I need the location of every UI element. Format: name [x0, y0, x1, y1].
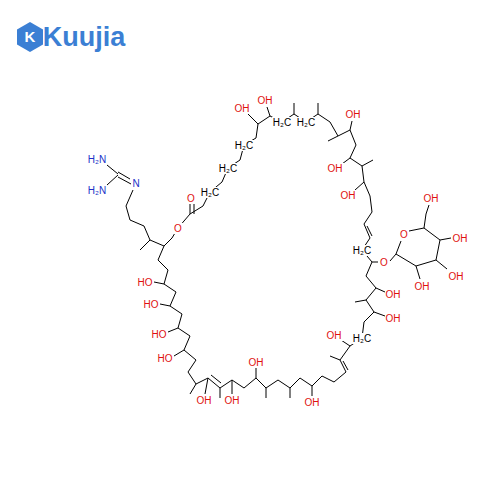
atom-label: H₂N	[87, 185, 107, 196]
atom-label: OH	[385, 313, 402, 324]
atom-label: OH	[326, 330, 343, 341]
hydroxyl-bonds	[154, 107, 385, 396]
atom-label: H₂C	[218, 163, 238, 174]
carbonyl-bond	[190, 204, 194, 214]
atom-label: H₂C	[272, 117, 292, 128]
atom-label: OH	[304, 397, 321, 408]
atom-label: OH	[224, 395, 241, 406]
atom-label: H₂C	[234, 140, 254, 151]
atom-label: O	[379, 257, 389, 268]
atom-label: HO	[151, 329, 168, 340]
atom-label: H₂N	[87, 154, 107, 165]
logo-letter: K	[25, 29, 36, 45]
atom-label: OH	[196, 395, 213, 406]
atom-label: OH	[327, 163, 344, 174]
guanidine-bonds	[107, 165, 131, 185]
atom-label: O	[186, 193, 196, 204]
atom-label: OH	[257, 95, 274, 106]
atom-label: OH	[234, 103, 251, 114]
atom-label: OH	[423, 193, 440, 204]
glucose-bonds	[396, 205, 451, 279]
macrocycle-bonds	[158, 114, 376, 388]
atom-label: OH	[340, 190, 357, 201]
bonds	[107, 103, 451, 398]
atom-label: HO	[137, 277, 154, 288]
atom-label: H₂C	[352, 333, 372, 344]
atom-label: HO	[157, 353, 174, 364]
side-chain-bonds	[126, 190, 164, 246]
atom-label: H₂C	[200, 187, 220, 198]
methyl-bonds	[140, 103, 373, 398]
double-bonds	[211, 226, 372, 383]
atom-label: OH	[448, 271, 465, 282]
atom-label: N	[131, 178, 140, 189]
logo-hexagon	[17, 22, 43, 52]
logo-text: Kuujia	[42, 22, 127, 52]
atom-label: OH	[385, 289, 402, 300]
atom-label: OH	[248, 357, 265, 368]
atom-label: H₂C	[352, 245, 372, 256]
atom-label: O	[399, 229, 409, 240]
atom-label: OH	[452, 233, 469, 244]
atom-label: H₂C	[296, 117, 316, 128]
atom-label: HO	[143, 299, 160, 310]
atom-label: O	[173, 223, 183, 234]
atom-label: OH	[414, 281, 431, 292]
atom-label: OH	[345, 109, 362, 120]
